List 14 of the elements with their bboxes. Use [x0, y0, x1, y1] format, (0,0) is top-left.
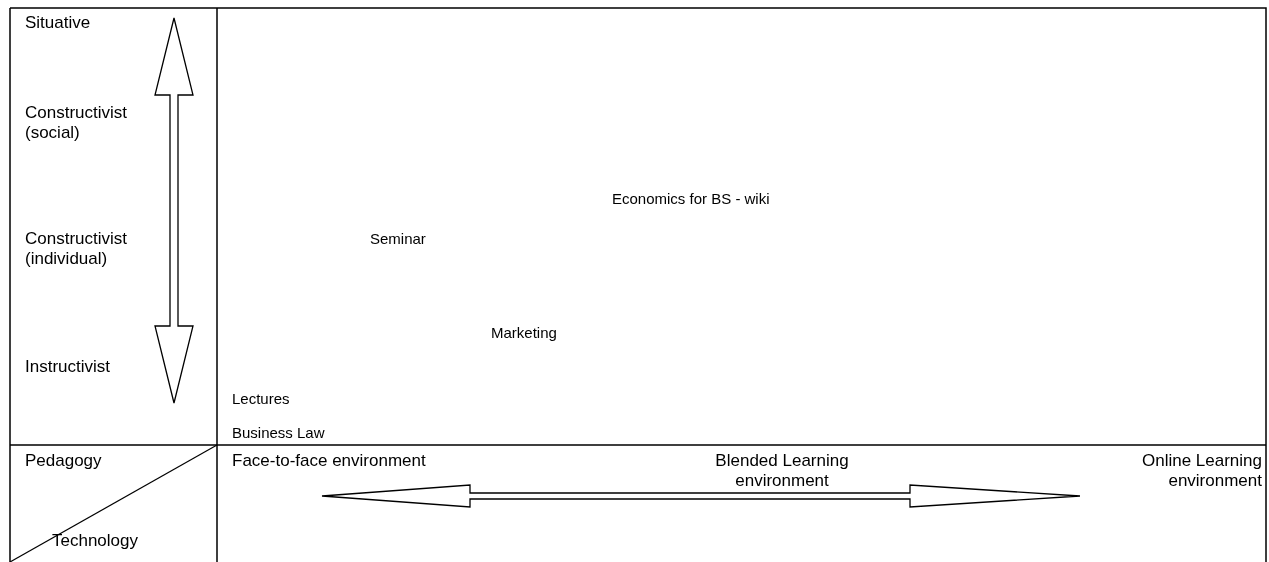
data-point-label: Seminar: [370, 230, 426, 248]
axis-label: Face-to-face environment: [232, 451, 426, 472]
axis-label: Constructivist (social): [25, 103, 129, 144]
axis-label: Online Learning environment: [1140, 451, 1262, 492]
data-point-label: Economics for BS - wiki: [612, 190, 770, 208]
column-header: Technology: [52, 531, 138, 552]
axis-label: Blended Learning environment: [714, 451, 850, 492]
data-point-label: Lectures: [232, 390, 290, 408]
data-point-label: Business Law: [232, 424, 325, 442]
row-header: Pedagogy: [25, 451, 102, 472]
axis-label: Instructivist: [25, 357, 111, 378]
axis-label: Constructivist (individual): [25, 229, 129, 270]
axis-label: Situative: [25, 13, 91, 34]
data-point-label: Marketing: [491, 324, 557, 342]
